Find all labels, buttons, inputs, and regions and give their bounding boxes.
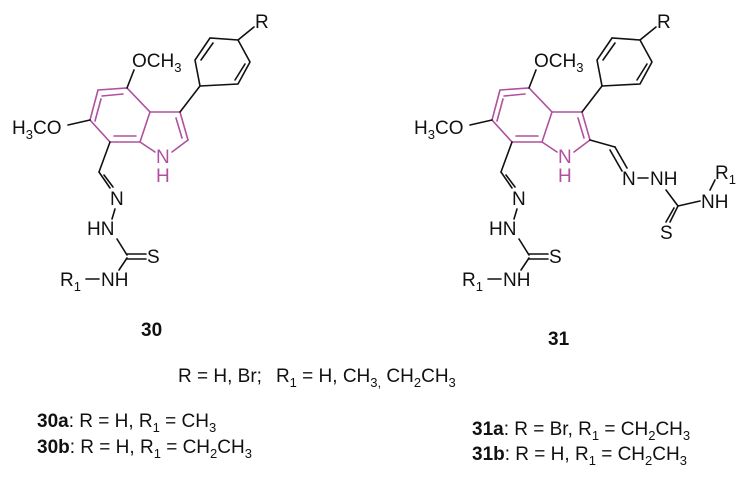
top-methoxy-label: OCH3	[534, 51, 583, 75]
right-thio-sulfur: S	[660, 223, 673, 244]
amine-nh: NH	[101, 270, 128, 291]
variant-31a: 31a: R = Br, R1 = CH2CH3	[472, 419, 690, 443]
indole-core	[89, 87, 189, 153]
phenyl-R-label: R	[255, 12, 269, 33]
amine-nh: NH	[503, 270, 530, 291]
thio-sulfur: S	[549, 247, 562, 268]
top-methoxy-label: OCH3	[132, 51, 181, 75]
compound-30-structure: N H OCH3 H3CO R N HN S R1 NH	[12, 12, 269, 294]
variant-31b: 31b: R = H, R1 = CH2CH3	[472, 444, 687, 468]
right-hydrazine-nh: NH	[650, 169, 677, 190]
compound-31-structure: N H OCH3 H3CO R N HN S R1 NH N	[414, 12, 736, 294]
phenyl-R-label: R	[657, 12, 671, 33]
left-methoxy-label: H3CO	[12, 118, 61, 142]
right-amine-nh: NH	[701, 192, 728, 213]
thio-sulfur: S	[147, 247, 160, 268]
hydrazine-nh: HN	[489, 219, 516, 240]
substituent-definition: R = H, Br;R1 = H, CH3, CH2CH3	[178, 366, 456, 390]
indole-hydrogen: H	[156, 166, 170, 187]
amine-r1-label: R1	[462, 270, 483, 294]
imine-nitrogen: N	[110, 189, 124, 210]
compound-31-label: 31	[548, 329, 570, 350]
indole-core	[491, 87, 591, 153]
left-methoxy-label: H3CO	[414, 118, 463, 142]
amine-r1-label: R1	[60, 270, 81, 294]
indole-nitrogen: N	[156, 147, 170, 168]
variant-30b: 30b: R = H, R1 = CH2CH3	[37, 437, 252, 461]
hydrazine-nh: HN	[87, 219, 114, 240]
imine-nitrogen: N	[512, 189, 526, 210]
indole-hydrogen: H	[558, 166, 572, 187]
compound-30-label: 30	[141, 320, 162, 341]
right-imine-nitrogen: N	[622, 169, 636, 190]
right-amine-r1-label: R1	[715, 163, 736, 187]
indole-nitrogen: N	[558, 147, 572, 168]
phenyl-ring	[179, 26, 255, 113]
phenyl-ring	[581, 26, 657, 113]
variant-30a: 30a: R = H, R1 = CH3	[37, 411, 216, 435]
